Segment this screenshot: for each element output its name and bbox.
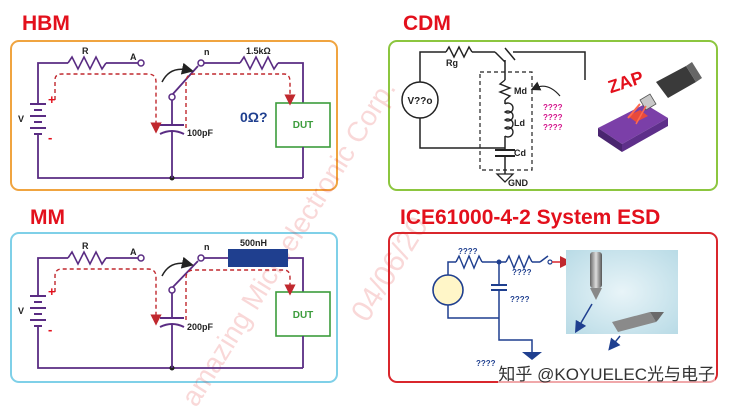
mm-r-label: R xyxy=(82,241,89,251)
mm-dut-label: DUT xyxy=(293,310,314,321)
mm-minus: - xyxy=(48,322,52,337)
cdm-device-box xyxy=(479,71,533,171)
hbm-a-label: A xyxy=(130,52,137,62)
ice-circuit: ???? ???? ???? ???? xyxy=(432,247,678,368)
cdm-question-3: ???? xyxy=(543,123,563,132)
ice-r-top-label: ???? xyxy=(458,247,478,256)
ice-probe-horizontal xyxy=(612,312,664,332)
hbm-title: HBM xyxy=(22,12,70,35)
cdm-circuit: Rg V??o Md Ld Cd GND ???? ???? ???? ZAP xyxy=(401,45,702,188)
hbm-zero-ohm: 0Ω? xyxy=(240,109,268,125)
hbm-dut-box xyxy=(275,102,331,148)
mm-cap-label: 200pF xyxy=(187,322,214,332)
ice-r-mid-label: ???? xyxy=(512,268,532,277)
mm-plus: + xyxy=(48,284,56,299)
mm-v-label: V xyxy=(18,306,24,316)
mm-circuit: R A n 500nH V + - 200pF DUT xyxy=(18,238,331,371)
hbm-plus: + xyxy=(48,92,56,107)
hbm-resistor-label: 1.5kΩ xyxy=(246,46,271,56)
circuit-diagrams: R A n 1.5kΩ V + - 100pF 0Ω? DUT xyxy=(18,45,702,371)
mm-inductor-block xyxy=(228,249,288,267)
cdm-gnd-label: GND xyxy=(508,178,529,188)
cdm-zap-illustration: ZAP xyxy=(598,62,702,152)
cdm-source-label: V??o xyxy=(408,96,433,107)
ice-probe-vertical xyxy=(590,252,602,300)
cdm-ld-label: Ld xyxy=(514,118,525,128)
cdm-rg-label: Rg xyxy=(446,58,458,68)
hbm-v-label: V xyxy=(18,114,24,124)
hbm-cap-label: 100pF xyxy=(187,128,214,138)
ice-title: ICE61000-4-2 System ESD xyxy=(400,206,661,229)
ice-source-circle xyxy=(432,274,464,306)
hbm-minus: - xyxy=(48,130,52,145)
cdm-title: CDM xyxy=(403,12,451,35)
cdm-cd-label: Cd xyxy=(514,148,526,158)
cdm-panel xyxy=(388,40,718,191)
hbm-circuit: R A n 1.5kΩ V + - 100pF 0Ω? DUT xyxy=(18,46,331,181)
cdm-question-1: ???? xyxy=(543,103,563,112)
mm-n-label: n xyxy=(204,242,210,252)
mm-a-label: A xyxy=(130,247,137,257)
ice-gnd-label: ???? xyxy=(476,359,496,368)
hbm-dut-label: DUT xyxy=(293,120,314,131)
mm-panel xyxy=(10,232,338,383)
cdm-md-label: Md xyxy=(514,86,527,96)
mm-title: MM xyxy=(30,206,65,229)
cdm-question-2: ???? xyxy=(543,113,563,122)
cdm-zap-label: ZAP xyxy=(605,67,645,97)
hbm-r-label: R xyxy=(82,46,89,56)
hbm-n-label: n xyxy=(204,47,210,57)
mm-inductor-label: 500nH xyxy=(240,238,267,248)
ice-c-label: ???? xyxy=(510,295,530,304)
hbm-resistor-r xyxy=(67,55,107,71)
footer-credit: 知乎 @KOYUELEC光与电子 xyxy=(498,360,715,385)
hbm-panel xyxy=(10,40,338,191)
mm-dut-box xyxy=(275,291,331,337)
